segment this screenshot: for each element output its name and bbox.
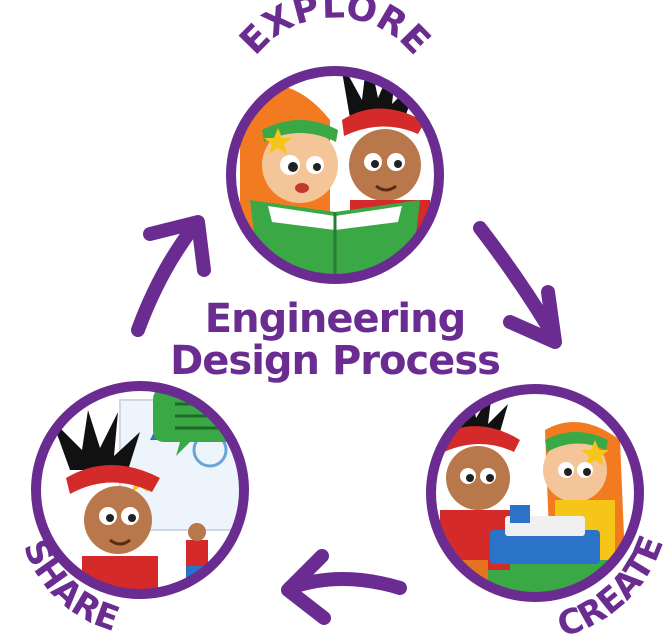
diagram-title-line-1: Engineering <box>204 296 466 342</box>
arrow-create-to-share <box>281 549 407 625</box>
create-scene <box>431 389 639 597</box>
arrow-share-to-explore <box>131 215 211 337</box>
explore-scene <box>231 71 439 279</box>
diagram-title-line-2: Design Process <box>170 338 501 384</box>
arrow-explore-to-create <box>473 221 562 349</box>
explore-stage: EXPLORE <box>226 0 444 284</box>
create-ring <box>426 384 644 602</box>
share-stage: SHARE <box>15 381 249 640</box>
explore-ring <box>226 66 444 284</box>
create-stage: CREATE <box>426 384 670 642</box>
share-ring <box>31 381 249 599</box>
explore-label: EXPLORE <box>232 0 438 63</box>
